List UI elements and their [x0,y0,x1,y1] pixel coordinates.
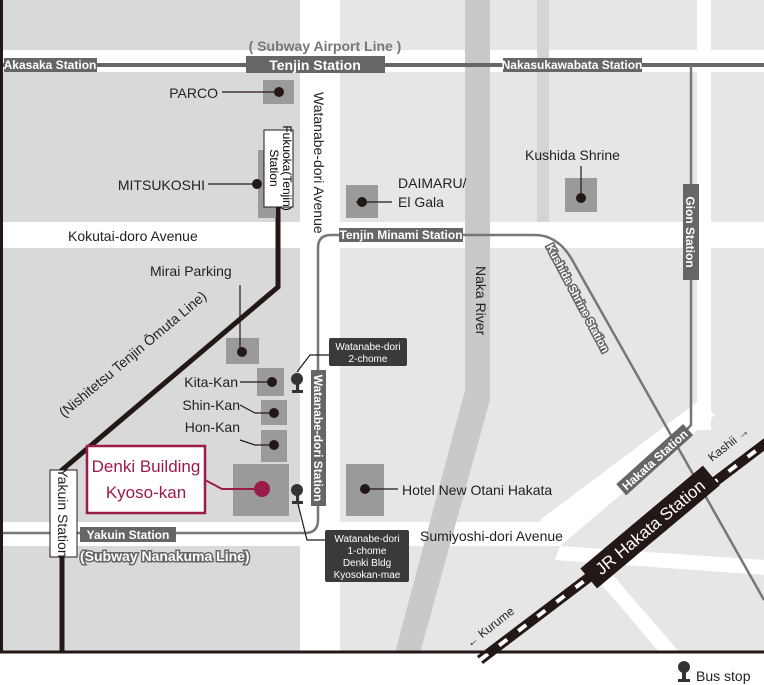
shinkan-marker [269,408,279,418]
road-gion [697,0,711,430]
mirai-marker [237,347,247,357]
nakasukawabata-station: Nakasukawabata Station [502,58,643,72]
legend-bus-stop-icon [678,661,690,682]
bus-stop-2-line4: Kyosokan-mae [334,570,401,581]
honkan-marker [269,440,279,450]
bus-stop-2-line1: Watanabe-dori [334,534,399,545]
bus-stop-1-line1: Watanabe-dori [335,342,400,353]
river-branch [537,0,549,222]
shinkan-label: Shin-Kan [182,397,240,413]
yakuin-station: Yakuin Station [87,528,170,542]
parco-label: PARCO [169,85,218,101]
kushida-label: Kushida Shrine [525,147,620,163]
daimaru-label-2: El Gala [398,194,444,210]
bus-stop-icon [291,373,303,393]
fukuoka-tenjin-label-2: Station [267,149,281,186]
airport-line-label: ( Subway Airport Line ) [249,38,402,54]
parco-marker [274,87,284,97]
bus-stop-2-line2: 1-chome [348,546,387,557]
sumiyoshi-label: Sumiyoshi-dori Avenue [420,528,563,544]
hotel-marker [360,484,370,494]
bus-stop-icon [291,484,303,504]
nishitetsu-line [59,205,281,653]
daimaru-label-1: DAIMARU/ [398,175,467,191]
gion-box [683,184,699,280]
akasaka-station: Akasaka Station [4,58,97,72]
bus-stop-1-box [329,338,407,366]
kushida-marker [576,193,586,203]
jr-hakata-box [580,465,720,589]
map-frame [0,0,764,654]
kokutai-label: Kokutai-doro Avenue [68,228,198,244]
naka-river [395,0,490,653]
daimaru-marker [357,197,367,207]
gion-station: Gion Station [683,196,697,267]
honkan-label: Hon-Kan [185,419,240,435]
destination-leader [204,479,262,490]
destination-name-2: Kyoso-kan [106,483,186,502]
bus-stop-2-box [325,530,409,582]
bus-stop-1-line2: 2-chome [349,354,388,365]
legend-bus-stop-label: Bus stop [696,668,751,684]
tenjin-station: Tenjin Station [269,57,361,73]
destination-name-1: Denki Building [92,457,201,476]
destination-marker [254,481,270,497]
mitsukoshi-label: MITSUKOSHI [118,177,205,193]
yakuin-box [80,527,176,542]
akasaka-box [4,58,97,72]
fukuoka-tenjin-label-1: Fukuoka(Tenjin) [280,125,294,210]
mitsukoshi-marker [252,179,262,189]
tenjin-minami-station: Tenjin Minami Station [339,228,462,242]
hakata-box [616,423,694,496]
watanabe-avenue-label: Watanabe-dori Avenue [311,92,327,234]
destination-box [85,444,207,515]
tenjin-minami-box [339,228,463,242]
yakuin-station-vertical: Yakuin Station [55,468,71,557]
naka-river-label: Naka River [473,266,489,336]
road-diagonal-3 [585,560,680,653]
watanabe-dori-station: Watanabe-dori Station [311,375,325,502]
yakuin-vertical-box [49,469,78,558]
nanakuma-line [0,233,764,601]
tenjin-box [246,56,385,73]
kitakan-label: Kita-Kan [184,374,238,390]
watanabe-box [311,370,326,506]
kitakan-marker [267,377,277,387]
hotel-label: Hotel New Otani Hakata [402,482,552,498]
bus-stop-2-line3: Denki Bldg [343,558,391,569]
fukuoka-tenjin-box [263,129,294,208]
mirai-label: Mirai Parking [150,263,232,279]
nakasu-box [503,58,642,72]
nanakuma-line-label: (Subway Nanakuma Line) [80,548,250,564]
